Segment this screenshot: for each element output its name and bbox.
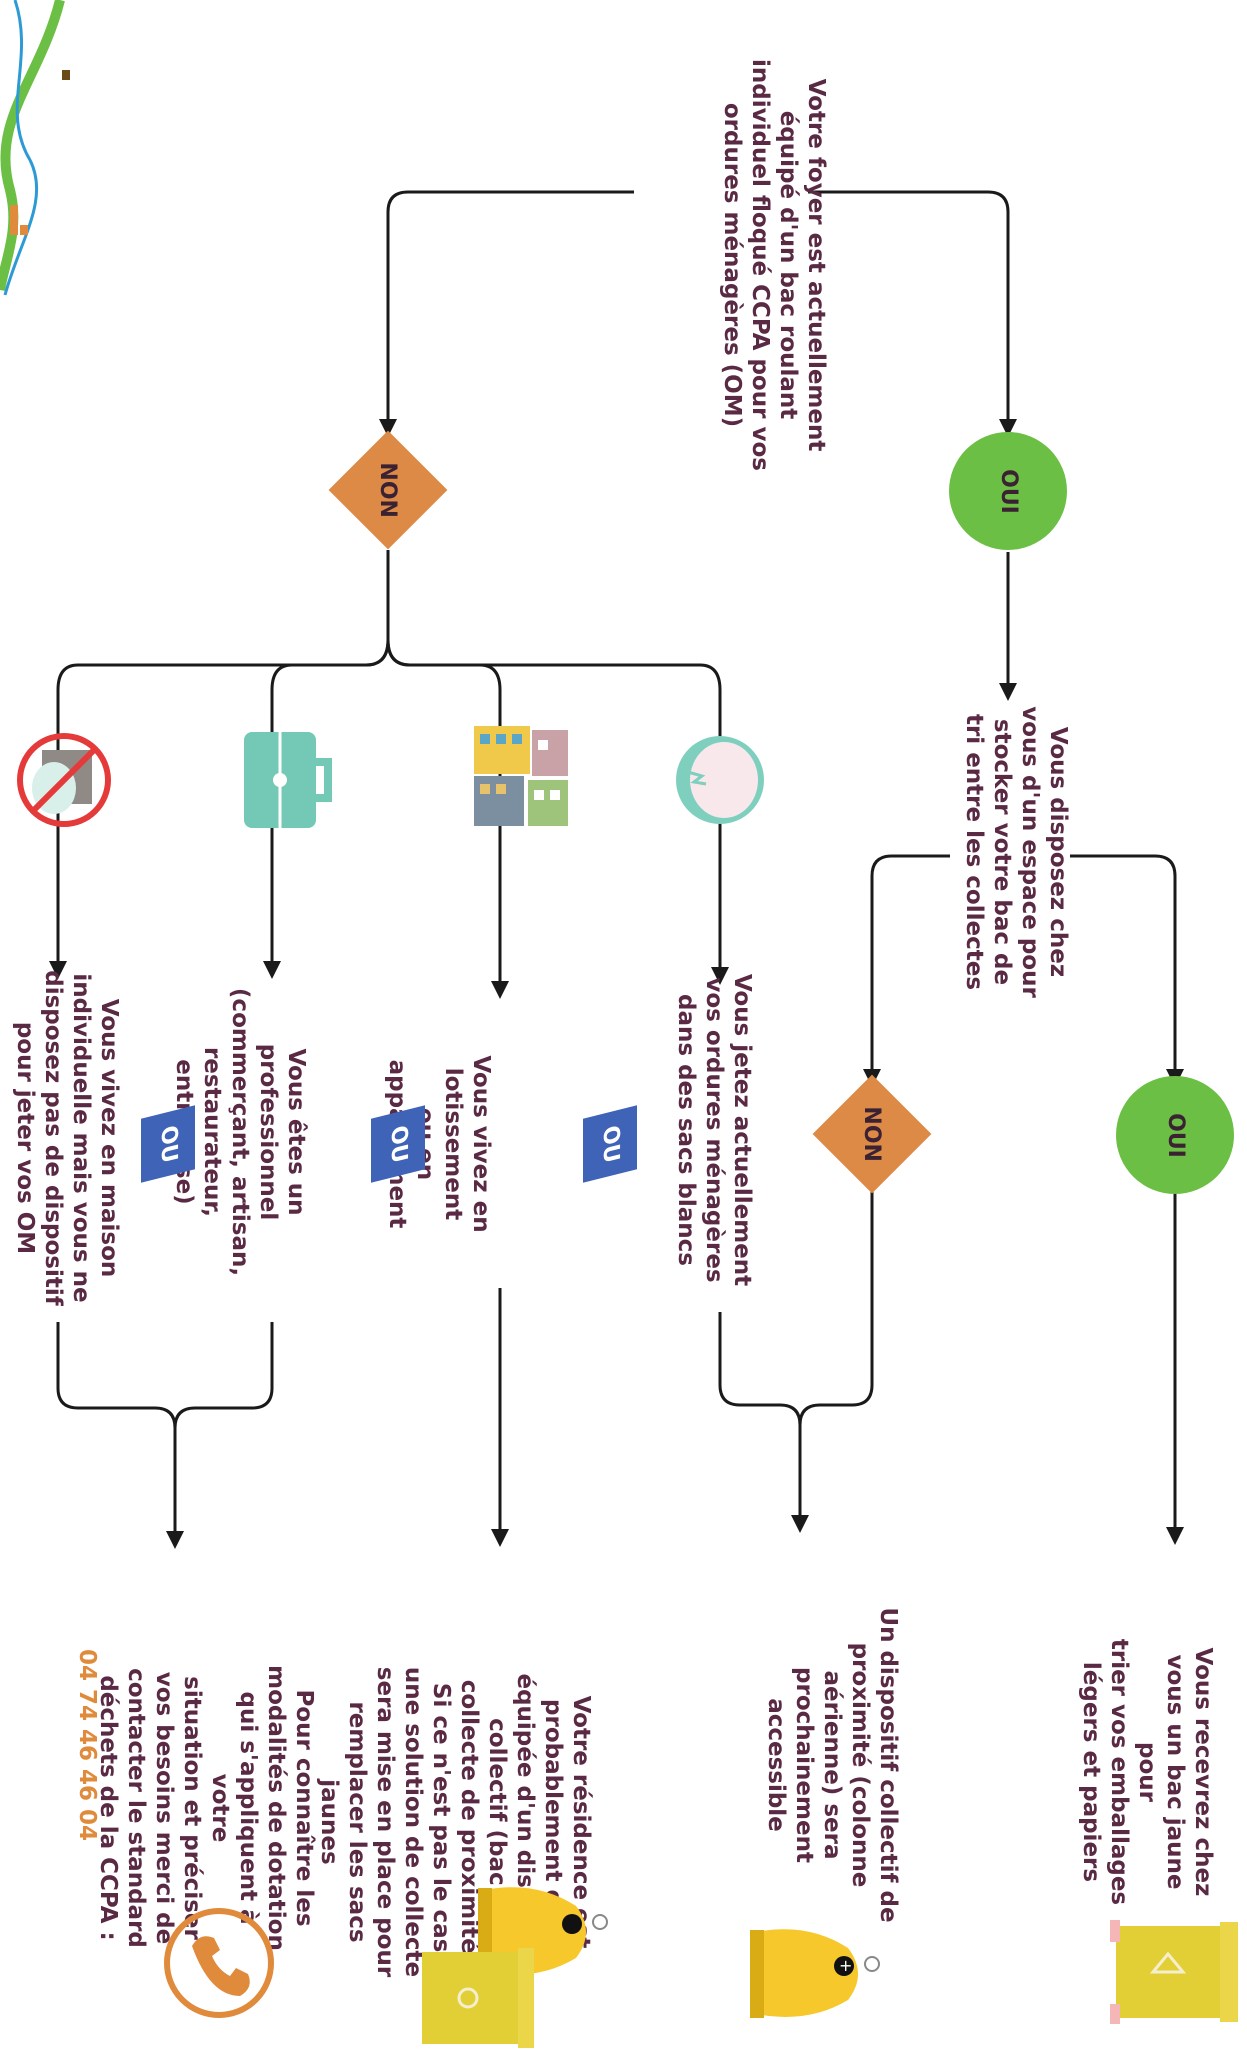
no-bin-icon xyxy=(17,733,111,827)
collective-result: Un dispositif collectif de proximité (co… xyxy=(763,1607,901,1923)
non-label: NON xyxy=(375,462,401,518)
yellow-bin-icon xyxy=(1110,1920,1238,2024)
oui-badge: OUI xyxy=(949,432,1067,550)
case-maison-text: Vous vivez en maison individuelle mais v… xyxy=(12,970,122,1306)
ou-badge-2: OU xyxy=(371,1105,425,1183)
buildings-icon xyxy=(474,726,568,826)
case-pro-text: Vous êtes un professionnel (commerçant, … xyxy=(171,987,309,1277)
root-question: Votre foyer est actuellement équipé d'un… xyxy=(719,59,829,471)
non-label-2: NON xyxy=(859,1106,885,1162)
ou-label-3: OU xyxy=(155,1122,181,1166)
yellow-bell-container-icon: + xyxy=(750,1929,880,2018)
phone-icon xyxy=(164,1908,274,2018)
case-sacs-text: Vous jetez actuellement vos ordures ména… xyxy=(673,973,755,1287)
yellow-bin-result: Vous recevrez chez vous un bac jaune pou… xyxy=(1078,1638,1216,1906)
oui-label-2: OUI xyxy=(1162,1112,1188,1158)
space-question: Vous disposez chez vous d'un espace pour… xyxy=(961,706,1071,998)
logo-waves-icon xyxy=(0,0,70,296)
oui-badge-2: OUI xyxy=(1116,1076,1234,1194)
ou-badge-1: OU xyxy=(583,1105,637,1183)
trash-bag-icon xyxy=(676,736,764,824)
ou-label-2: OU xyxy=(385,1122,411,1166)
svg-text:+: + xyxy=(839,1956,852,1975)
yellow-bins-pair-icon xyxy=(422,1887,608,2048)
phone-number: 04 74 46 46 04 xyxy=(74,1648,100,1842)
ou-badge-3: OU xyxy=(141,1105,195,1183)
ou-label-1: OU xyxy=(597,1122,623,1166)
briefcase-icon xyxy=(244,732,332,828)
oui-label: OUI xyxy=(995,468,1021,514)
